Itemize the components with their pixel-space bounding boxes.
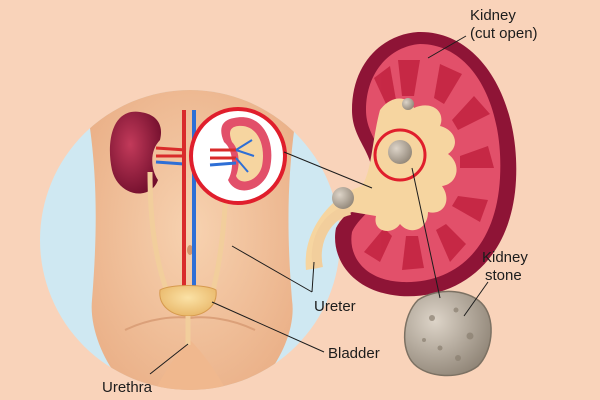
stone-label-line1: Kidney [482,249,528,266]
body-illustration [40,90,340,390]
left-ureter [147,171,171,295]
zoom-leader [283,151,373,189]
kidney-cut-open [305,31,517,297]
stone-label-line2: stone [485,267,522,284]
kidney-label-line2: (cut open) [470,25,538,42]
kidney-pyramids [364,60,494,270]
ureter-leader [231,245,313,293]
groin [150,340,232,390]
kidney-stone [403,290,492,377]
bladder-leader [211,301,325,353]
urethra-label: Urethra [102,379,153,396]
bladder-label: Bladder [328,345,380,362]
bladder [159,285,217,317]
kidney-leader [427,35,467,59]
stone-in-kidney [388,140,412,164]
renal-pelvis [305,98,457,270]
leader-lines [149,35,489,375]
small-stone [402,98,414,110]
ureter-leader-2 [311,261,315,293]
stone-in-ureter [332,187,354,209]
zoom-ring [189,107,287,205]
kidney-label-line1: Kidney [470,7,516,24]
ureter-label: Ureter [314,298,356,315]
urethra-leader [149,343,189,375]
zoom-circle [189,107,287,205]
stone-leader [463,281,489,317]
stone-drop-leader [411,167,441,299]
navel [187,245,193,255]
stone-highlight-ring [373,128,427,182]
kidney-ureter [311,205,352,270]
